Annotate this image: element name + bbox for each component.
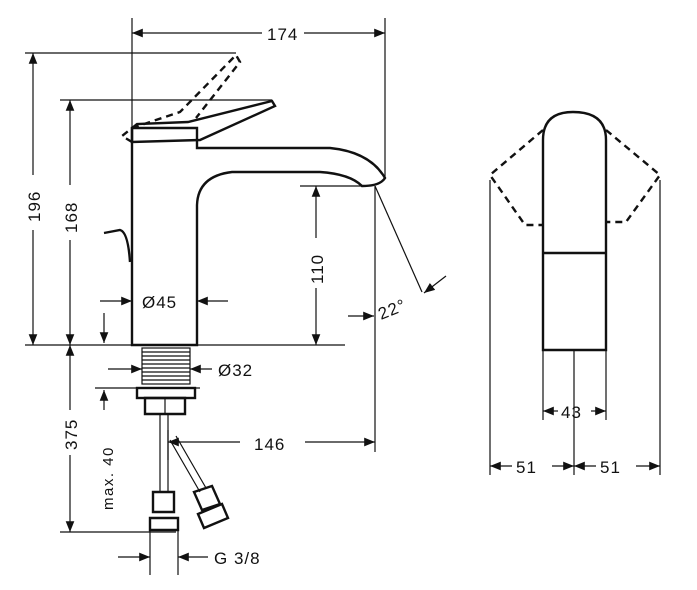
side-view: [25, 53, 387, 532]
lever-dashed-tip: [119, 127, 133, 144]
thread-lines: [142, 351, 190, 381]
dim-depth-below: 375: [62, 419, 81, 450]
popup-rod: [103, 228, 132, 263]
dim-spout-reach: 146: [254, 435, 285, 454]
dim-angle: 22°: [375, 295, 409, 323]
dim-thread-diameter: Ø32: [218, 361, 253, 380]
dim-swing-left: 51: [516, 458, 537, 477]
hose-angled: [169, 435, 207, 493]
dim-body-height: 168: [62, 202, 81, 233]
nut-lower: [143, 396, 187, 416]
dim-total-height: 196: [25, 191, 44, 222]
front-body-outline: [541, 110, 608, 352]
hose-fitting-right: [192, 484, 230, 530]
lever-raised-dashed: [131, 53, 242, 130]
dim-handle-width: 43: [561, 403, 582, 422]
swing-right-dashed: [605, 129, 662, 224]
threaded-shank: [141, 347, 191, 385]
swing-left-dashed: [488, 129, 544, 227]
dim-spout-height: 110: [308, 254, 327, 284]
hose-fitting-left: [148, 490, 180, 532]
hose-straight: [159, 414, 169, 492]
fixing-nut: [135, 386, 197, 400]
dimension-lines-side: [25, 18, 447, 575]
dim-max-thickness: max. 40: [100, 446, 117, 510]
dimension-labels: 174 196 168 110 Ø45 22° Ø32 375 max. 40 …: [22, 22, 621, 568]
dim-connection: G 3/8: [214, 549, 261, 568]
front-view: [488, 110, 662, 475]
dim-total-width: 174: [267, 25, 298, 44]
faucet-body-outline: [130, 126, 387, 347]
dim-body-diameter: Ø45: [142, 293, 177, 312]
dim-swing-right: 51: [600, 458, 621, 477]
